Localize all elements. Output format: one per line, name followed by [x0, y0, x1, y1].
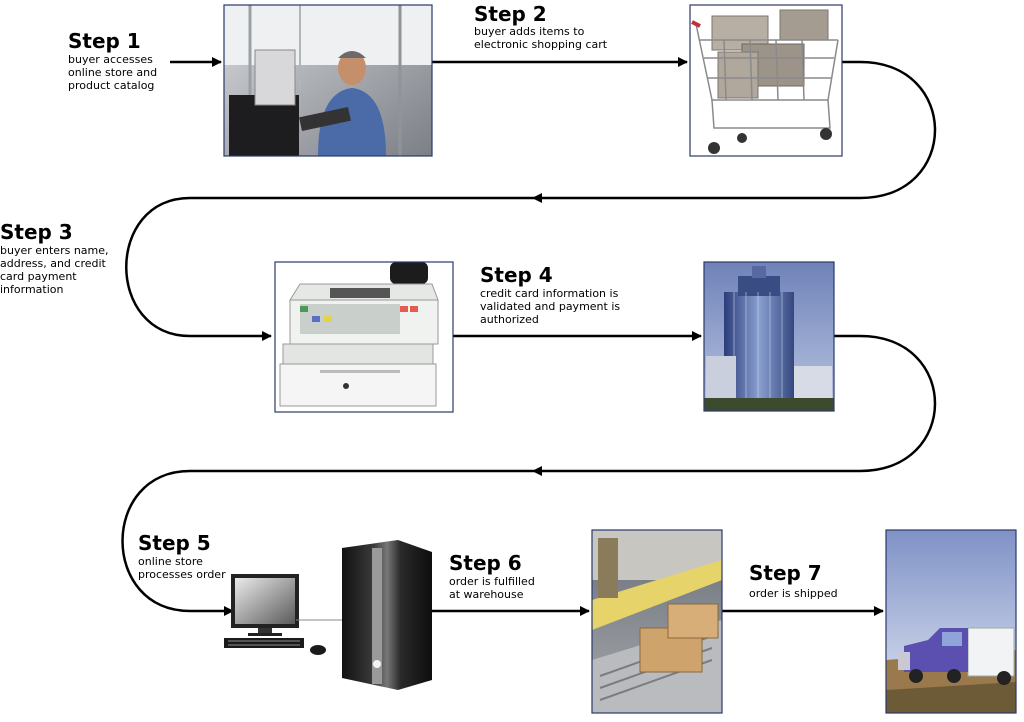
step-5-desc-line-2: processes order	[138, 568, 226, 581]
step-1-title: Step 1	[68, 29, 141, 53]
step-3-title: Step 3	[0, 220, 73, 244]
step-7: Step 7 order is shipped	[749, 561, 838, 600]
step-4-title: Step 4	[480, 263, 553, 287]
step-6-title: Step 6	[449, 551, 522, 575]
step-3: Step 3 buyer enters name, address, and c…	[0, 220, 109, 296]
step-4: Step 4 credit card information is valida…	[480, 263, 620, 326]
arrow-bank-curve-right	[532, 334, 937, 476]
warehouse-photo	[591, 529, 723, 714]
step-2-title: Step 2	[474, 2, 547, 26]
step-3-desc-line-1: buyer enters name,	[0, 244, 109, 257]
step-1: Step 1 buyer accesses online store and p…	[68, 29, 157, 92]
step-2-desc-line-1: buyer adds items to	[474, 25, 585, 38]
step-4-desc-line-1: credit card information is	[480, 287, 619, 300]
step-4-desc-line-2: validated and payment is	[480, 300, 620, 313]
step-2-desc-line-2: electronic shopping cart	[474, 38, 608, 51]
step-1-desc-line-1: buyer accesses	[68, 53, 153, 66]
step-7-title: Step 7	[749, 561, 822, 585]
arrow-cart-curve-right	[532, 60, 937, 203]
step-5: Step 5 online store processes order	[138, 531, 226, 581]
step-3-desc-line-3: card payment	[0, 270, 77, 283]
step-3-desc-line-2: address, and credit	[0, 257, 107, 270]
step-2: Step 2 buyer adds items to electronic sh…	[474, 2, 608, 51]
step-5-desc-line-1: online store	[138, 555, 203, 568]
arrow-left-curve-to-register	[125, 196, 533, 341]
step-5-title: Step 5	[138, 531, 211, 555]
shipping-truck-photo	[885, 529, 1017, 714]
step-7-desc-line-1: order is shipped	[749, 587, 838, 600]
flow-connectors	[121, 57, 937, 616]
shopping-cart-photo	[689, 4, 843, 157]
cash-register-photo	[274, 261, 454, 413]
step-6-desc-line-1: order is fulfilled	[449, 575, 535, 588]
bank-building-photo	[703, 261, 835, 412]
step-1-desc-line-3: product catalog	[68, 79, 154, 92]
arrow-left-curve-to-computer	[121, 469, 533, 616]
buyer-with-laptop-photo	[223, 4, 433, 157]
step-4-desc-line-3: authorized	[480, 313, 539, 326]
computer-server-image	[224, 540, 432, 690]
step-3-desc-line-4: information	[0, 283, 64, 296]
step-6: Step 6 order is fulfilled at warehouse	[449, 551, 535, 601]
step-6-desc-line-2: at warehouse	[449, 588, 524, 601]
step-1-desc-line-2: online store and	[68, 66, 157, 79]
